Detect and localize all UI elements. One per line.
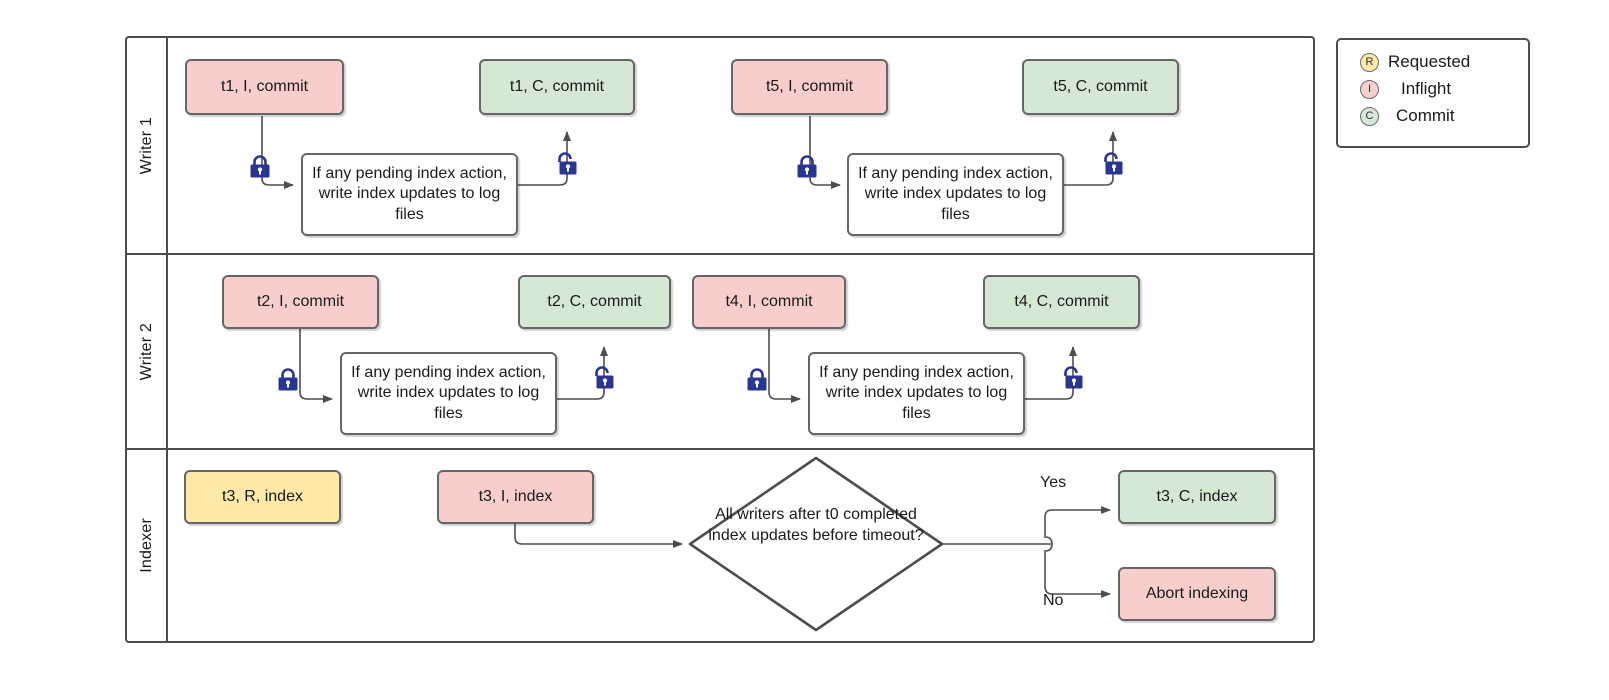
legend-item-commit: C Commit [1360, 103, 1528, 129]
legend-label-requested: Requested [1388, 52, 1471, 71]
node-t2-inflight-commit[interactable]: t2, I, commit [222, 275, 379, 329]
node-t3-commit-index[interactable]: t3, C, index [1118, 470, 1276, 524]
lock-open-icon [1102, 152, 1124, 176]
swimlane-writer-2: Writer 2 [127, 255, 1313, 450]
node-t5-commit-commit[interactable]: t5, C, commit [1022, 59, 1179, 115]
swimlane-label-writer-1: Writer 1 [137, 116, 155, 175]
lock-closed-icon [277, 368, 299, 392]
edge-label-no: No [1043, 592, 1064, 609]
swimlane-indexer: Indexer [127, 450, 1313, 641]
swimlane-writer-1: Writer 1 [127, 38, 1313, 255]
node-writer1-index-write-a[interactable]: If any pending index action, write index… [301, 153, 518, 236]
legend-badge-commit-icon: C [1360, 106, 1379, 126]
node-t1-inflight-commit[interactable]: t1, I, commit [185, 59, 344, 115]
swimlane-label-indexer: Indexer [137, 518, 155, 573]
legend-label-inflight: Inflight [1401, 79, 1452, 98]
lock-open-icon [1062, 366, 1084, 390]
lock-closed-icon [249, 155, 271, 179]
swimlane-header-writer-2: Writer 2 [127, 255, 168, 448]
node-t4-inflight-commit[interactable]: t4, I, commit [692, 275, 846, 329]
lock-closed-icon [796, 155, 818, 179]
swimlane-header-writer-1: Writer 1 [127, 38, 168, 253]
node-t4-commit-commit[interactable]: t4, C, commit [983, 275, 1140, 329]
node-abort-indexing[interactable]: Abort indexing [1118, 567, 1276, 621]
legend-item-inflight: I Inflight [1360, 76, 1528, 102]
swimlane-pool: Writer 1 Writer 2 Indexer [125, 36, 1315, 643]
lock-open-icon [556, 152, 578, 176]
lock-closed-icon [746, 368, 768, 392]
node-writer2-index-write-b[interactable]: If any pending index action, write index… [808, 352, 1025, 435]
swimlane-header-indexer: Indexer [127, 450, 168, 641]
node-t2-commit-commit[interactable]: t2, C, commit [518, 275, 671, 329]
legend-badge-requested-icon: R [1360, 52, 1379, 72]
node-t5-inflight-commit[interactable]: t5, I, commit [731, 59, 888, 115]
node-t1-commit-commit[interactable]: t1, C, commit [479, 59, 635, 115]
legend-badge-inflight-icon: I [1360, 79, 1379, 99]
decision-label: All writers after t0 completed index upd… [708, 506, 924, 544]
node-writer1-index-write-b[interactable]: If any pending index action, write index… [847, 153, 1064, 236]
legend-panel: R Requested I Inflight C Commit [1336, 38, 1530, 148]
lock-open-icon [593, 366, 615, 390]
node-t3-requested-index[interactable]: t3, R, index [184, 470, 341, 524]
node-writer2-index-write-a[interactable]: If any pending index action, write index… [340, 352, 557, 435]
legend-label-commit: Commit [1396, 106, 1455, 125]
swimlane-label-writer-2: Writer 2 [137, 322, 155, 381]
edge-label-yes: Yes [1040, 474, 1067, 491]
legend-item-requested: R Requested [1360, 49, 1528, 75]
node-t3-inflight-index[interactable]: t3, I, index [437, 470, 594, 524]
